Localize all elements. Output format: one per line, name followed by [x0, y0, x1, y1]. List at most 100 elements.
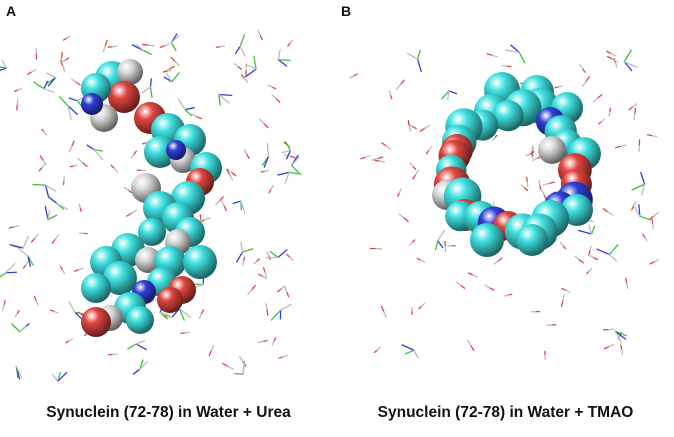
solvent-bond: [277, 48, 281, 61]
solvent-bond: [230, 171, 237, 177]
solvent-bond: [447, 90, 450, 101]
solvent-bond: [141, 86, 152, 94]
solvent-bond: [62, 65, 66, 72]
solvent-bond: [234, 45, 241, 55]
solvent-bond: [651, 135, 658, 138]
solvent-bond: [284, 141, 292, 152]
solvent-bond: [277, 59, 288, 67]
solvent-bond: [581, 67, 586, 73]
solvent-bond: [170, 41, 177, 52]
solvent-bond: [491, 137, 496, 142]
solvent-bond: [380, 305, 385, 313]
solvent-bond: [142, 43, 150, 46]
atom-sphere: [183, 245, 217, 279]
solvent-bond: [419, 127, 426, 132]
solvent-bond: [286, 291, 290, 298]
solvent-bond: [174, 60, 180, 67]
solvent-bond: [608, 343, 615, 348]
atom-sphere: [138, 218, 166, 246]
panel-caption: Synuclein (72-78) in Water + TMAO: [377, 404, 634, 421]
solvent-bond: [30, 237, 36, 243]
solvent-bond: [250, 284, 256, 291]
solvent-bond: [43, 131, 48, 136]
solvent-bond: [588, 267, 593, 272]
solvent-bond: [540, 188, 545, 196]
solvent-bond: [170, 34, 180, 44]
solvent-bond: [257, 29, 261, 36]
solvent-bond: [68, 97, 79, 102]
solvent-bond: [385, 145, 392, 150]
solvent-bond: [218, 93, 231, 104]
solvent-bond: [41, 163, 46, 169]
solvent-bond: [259, 34, 263, 41]
solvent-bond: [11, 323, 21, 333]
solvent-bond: [240, 241, 244, 253]
solvent-bond: [210, 344, 215, 352]
solvent-bond: [455, 281, 462, 286]
solvent-bond: [277, 249, 288, 259]
solvent-bond: [349, 75, 355, 79]
solvent-bond: [632, 103, 638, 108]
solvent-bond: [247, 289, 253, 296]
solvent-bond: [646, 134, 653, 137]
solvent-bond: [13, 224, 20, 228]
solvent-bond: [640, 171, 646, 185]
solvent-bond: [139, 359, 144, 370]
solvent-bond: [592, 97, 599, 103]
solvent-bond: [47, 209, 51, 221]
solvent-bond: [623, 61, 633, 72]
solvent-bond: [232, 200, 242, 204]
atom-sphere: [166, 140, 186, 160]
solvent-bond: [171, 72, 180, 83]
solvent-bond: [526, 181, 529, 187]
solvent-bond: [404, 349, 415, 355]
solvent-bond: [75, 81, 81, 86]
solvent-bond: [484, 284, 491, 289]
solvent-bond: [398, 213, 405, 219]
solvent-bond: [395, 83, 402, 90]
solvent-bond: [241, 248, 254, 253]
solvent-bond: [614, 62, 618, 68]
solvent-bond: [418, 305, 423, 310]
solvent-bond: [412, 165, 417, 170]
solvent-bond: [171, 308, 181, 318]
solvent-bond: [162, 70, 168, 73]
solvent-bond: [60, 59, 66, 64]
solvent-bond: [266, 251, 270, 257]
solvent-bond: [428, 146, 432, 152]
solvent-bond: [408, 125, 412, 132]
solvent-bond: [133, 150, 137, 156]
solvent-bond: [178, 308, 191, 318]
solvent-bond: [127, 189, 133, 194]
solvent-bond: [491, 54, 498, 58]
solvent-bond: [557, 85, 563, 88]
solvent-bond: [267, 84, 273, 88]
solvent-bond: [104, 39, 108, 47]
solvent-bond: [520, 184, 526, 189]
solvent-bond: [268, 188, 272, 194]
solvent-bond: [651, 223, 654, 230]
solvent-bond: [466, 339, 472, 347]
solvent-bond: [559, 241, 564, 246]
solvent-bond: [406, 52, 419, 60]
solvent-bond: [277, 171, 290, 176]
solvent-bond: [198, 313, 203, 319]
solvent-bond: [603, 345, 610, 350]
solvent-bond: [53, 310, 59, 314]
atom-sphere: [81, 93, 103, 115]
solvent-bond: [621, 348, 624, 355]
solvent-bond: [68, 145, 73, 153]
solvent-bond: [448, 90, 458, 95]
solvent-bond: [262, 339, 268, 343]
solvent-bond: [240, 74, 246, 80]
solvent-bond: [416, 257, 422, 261]
solvent-bond: [271, 340, 275, 346]
solvent-bond: [280, 285, 286, 290]
solvent-bond: [73, 164, 78, 167]
solvent-bond: [238, 355, 244, 362]
solvent-bond: [623, 49, 632, 63]
solvent-bond: [93, 148, 104, 161]
solvent-bond: [526, 176, 528, 183]
solvent-bond: [653, 259, 660, 263]
solvent-bond: [218, 93, 221, 106]
